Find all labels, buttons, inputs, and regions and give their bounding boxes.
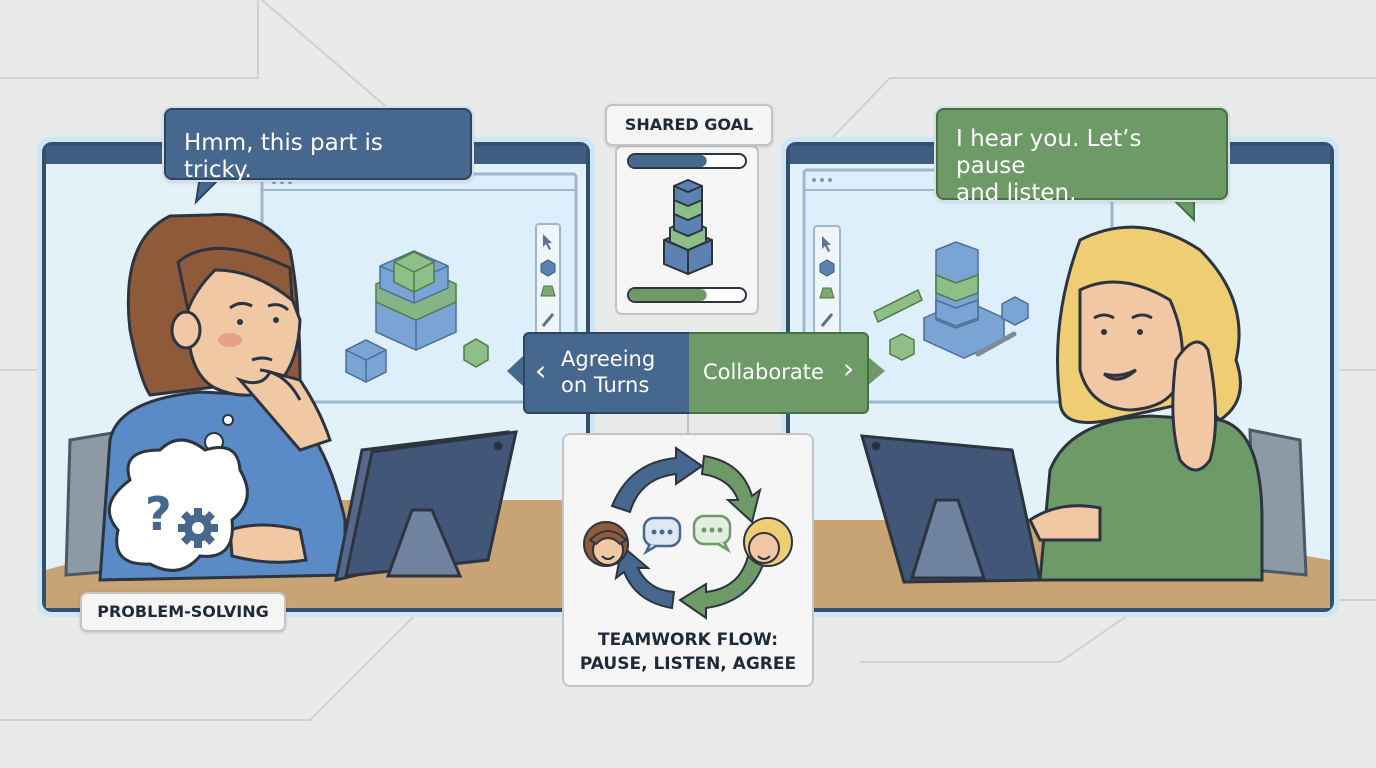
right-speech-bubble: I hear you. Let’s pause and listen. — [936, 108, 1228, 206]
right-speech-text: I hear you. Let’s pause and listen. — [956, 126, 1212, 207]
agreeing-on-turns-button[interactable]: ‹ Agreeing on Turns — [523, 332, 689, 414]
bottom-progress-fill — [629, 289, 707, 301]
teamwork-flow-card — [562, 433, 814, 687]
flow-girl-left-avatar — [583, 521, 629, 567]
cycle-arrows-icon — [610, 446, 766, 620]
right-speech-line-2: and listen. — [956, 180, 1077, 206]
toggle-left-pointer — [507, 356, 523, 386]
chevron-right-icon: › — [843, 352, 855, 385]
agreeing-on-turns-line-1: Agreeing — [561, 347, 656, 371]
left-block-stack — [345, 250, 489, 383]
left-panel: ? — [37, 137, 595, 617]
chevron-left-icon: ‹ — [535, 354, 547, 387]
agreeing-on-turns-line-2: on Turns — [561, 373, 650, 397]
thought-cloud-icon: ? — [108, 414, 249, 572]
chat-bubble-green-icon — [692, 514, 732, 554]
chat-bubble-blue-icon — [642, 516, 682, 556]
question-mark-icon: ? — [145, 487, 172, 541]
top-progress-fill — [629, 155, 707, 167]
teamwork-flow-title: TEAMWORK FLOW: PAUSE, LISTEN, AGREE — [563, 628, 813, 676]
left-speech-bubble: Hmm, this part is tricky. — [164, 108, 472, 183]
left-speech-text: Hmm, this part is tricky. — [184, 130, 383, 183]
left-tablet — [334, 430, 518, 583]
girl-right — [1028, 225, 1264, 582]
teamwork-flow-line-1: TEAMWORK FLOW: — [598, 630, 778, 650]
flow-girl-right-avatar — [743, 517, 793, 567]
shared-goal-title: SHARED GOAL — [605, 104, 773, 146]
teamwork-flow-line-2: PAUSE, LISTEN, AGREE — [579, 654, 797, 674]
right-block-tower — [873, 241, 1029, 361]
right-speech-line-1: I hear you. Let’s pause — [956, 126, 1142, 179]
collaborate-label: Collaborate — [703, 360, 824, 384]
goal-tower-icon — [663, 178, 713, 276]
agreeing-on-turns-label: Agreeing on Turns — [561, 346, 655, 398]
toggle-right-pointer — [867, 356, 885, 386]
gear-icon — [178, 508, 218, 548]
right-tablet — [859, 434, 1042, 584]
shared-goal-card — [615, 145, 759, 315]
collaborate-button[interactable]: Collaborate › — [689, 332, 869, 414]
problem-solving-tag: PROBLEM-SOLVING — [80, 592, 286, 632]
